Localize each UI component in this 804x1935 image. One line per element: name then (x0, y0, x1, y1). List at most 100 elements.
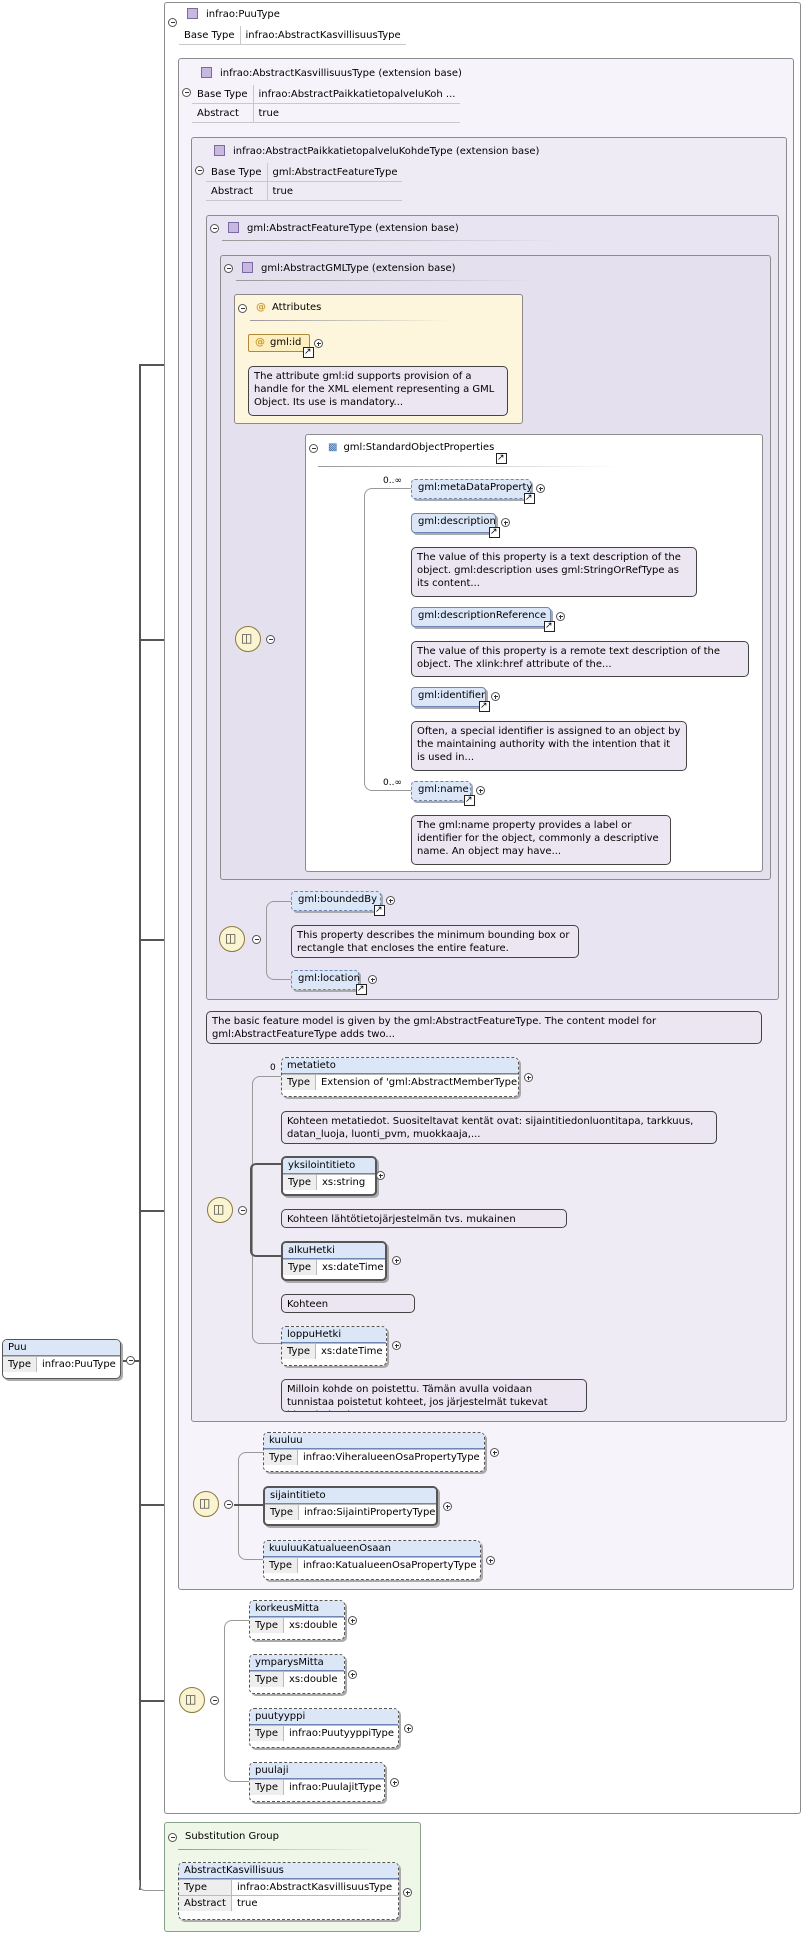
location-reference-icon[interactable] (356, 984, 367, 995)
gml-id-expand-icon[interactable] (314, 339, 323, 348)
metadataproperty-name: gml:metaDataProperty (418, 482, 533, 493)
abstractkasvillisuus-expand-icon[interactable] (403, 1888, 412, 1897)
puutype-base-value: infrao:AbstractKasvillisuusType (240, 26, 406, 45)
kuuluukatualueenosaan-expand-icon[interactable] (486, 1556, 495, 1565)
yksilointitieto-doc: Kohteen lähtötietojärjestelmän tvs. muka… (281, 1209, 567, 1228)
ymparysmitta-type: xs:double (283, 1671, 344, 1687)
sequence-compositor-icon[interactable]: ◫ (193, 1491, 219, 1517)
sequence-compositor-icon[interactable]: ◫ (235, 626, 261, 652)
feature-seq-collapse-icon[interactable] (252, 935, 261, 944)
paikka-seq-collapse-icon[interactable] (238, 1206, 247, 1215)
sijaintitieto-expand-icon[interactable] (443, 1502, 452, 1511)
puu-seq-collapse-icon[interactable] (210, 1696, 219, 1705)
element-gml-metadataproperty[interactable]: gml:metaDataProperty (411, 479, 533, 499)
gmltype-header-rule (236, 280, 536, 281)
sequence-compositor-icon[interactable]: ◫ (179, 1687, 205, 1713)
kasv-seq-collapse-icon[interactable] (224, 1500, 233, 1509)
abstractkasvillisuus-name: AbstractKasvillisuus (179, 1863, 398, 1879)
description-reference-icon[interactable] (489, 527, 500, 538)
root-collapse-icon[interactable] (126, 1356, 135, 1365)
element-gml-name[interactable]: gml:name (411, 781, 471, 801)
puulaji-expand-icon[interactable] (390, 1778, 399, 1787)
puutype-header: infrao:PuuType (187, 8, 280, 20)
element-gml-descriptionreference[interactable]: gml:descriptionReference (411, 607, 551, 627)
boundedby-expand-icon[interactable] (386, 896, 395, 905)
yksilointitieto-type-label: Type (283, 1174, 317, 1190)
root-element-name: Puu (3, 1340, 120, 1356)
sequence-compositor-icon[interactable]: ◫ (219, 926, 245, 952)
kuuluu-expand-icon[interactable] (490, 1448, 499, 1457)
element-gml-identifier[interactable]: gml:identifier (411, 687, 486, 707)
metadataproperty-reference-icon[interactable] (524, 493, 535, 504)
sop-collapse-icon[interactable] (309, 444, 318, 453)
sop-reference-icon[interactable] (496, 453, 507, 464)
attributes-collapse-icon[interactable] (238, 304, 247, 313)
descriptionreference-expand-icon[interactable] (556, 612, 565, 621)
root-type-value: infrao:PuuType (36, 1356, 120, 1372)
kasvillisuus-collapse-icon[interactable] (182, 88, 191, 97)
yksilointitieto-expand-icon[interactable] (376, 1171, 385, 1180)
location-expand-icon[interactable] (368, 975, 377, 984)
alkuhetki-expand-icon[interactable] (392, 1256, 401, 1265)
ymparysmitta-expand-icon[interactable] (348, 1670, 357, 1679)
yksilointitieto-name: yksilointitieto (283, 1158, 375, 1174)
puutyyppi-expand-icon[interactable] (404, 1724, 413, 1733)
descriptionreference-reference-icon[interactable] (544, 621, 555, 632)
metatieto-doc: Kohteen metatiedot. Suositeltavat kentät… (281, 1111, 717, 1144)
metadataproperty-expand-icon[interactable] (536, 484, 545, 493)
alkuhetki-type: xs:dateTime (316, 1259, 385, 1275)
loppuhetki-name: loppuHetki (282, 1327, 386, 1343)
abstractkasvillisuus-abstract-label: Abstract (179, 1895, 232, 1911)
metatieto-expand-icon[interactable] (524, 1073, 533, 1082)
identifier-reference-icon[interactable] (479, 701, 490, 712)
alkuhetki-doc: Kohteen luontipäivämäärä (281, 1294, 415, 1313)
element-gml-boundedby[interactable]: gml:boundedBy (291, 891, 381, 911)
gml-id-reference-icon[interactable] (303, 347, 314, 358)
loppuhetki-type: xs:dateTime (315, 1343, 386, 1359)
trunk-to-substitution (139, 1880, 178, 1891)
boundedby-reference-icon[interactable] (374, 905, 385, 916)
name-reference-icon[interactable] (464, 795, 475, 806)
sop-bracket (364, 488, 412, 791)
korkeusmitta-expand-icon[interactable] (348, 1616, 357, 1625)
paikkatieto-collapse-icon[interactable] (195, 166, 204, 175)
identifier-doc: Often, a special identifier is assigned … (411, 721, 687, 771)
kuuluu-type-label: Type (264, 1449, 298, 1465)
at-icon: @ (256, 302, 266, 313)
element-gml-description[interactable]: gml:description (411, 513, 496, 533)
complex-type-icon (187, 8, 198, 19)
sop-header-rule (318, 466, 618, 467)
ymparysmitta-name: ymparysMitta (250, 1655, 344, 1671)
name-expand-icon[interactable] (476, 786, 485, 795)
feature-collapse-icon[interactable] (210, 224, 219, 233)
location-name: gml:location (298, 973, 360, 984)
kasvillisuus-abstract-label: Abstract (192, 103, 254, 123)
sequence-compositor-icon[interactable]: ◫ (207, 1197, 233, 1223)
ymparysmitta-type-label: Type (250, 1671, 284, 1687)
metatieto-cardinality: 0 (270, 1063, 276, 1073)
puutype-collapse-icon[interactable] (168, 18, 177, 27)
element-gml-location[interactable]: gml:location (291, 970, 360, 990)
gmltype-collapse-icon[interactable] (224, 264, 233, 273)
loppuhetki-expand-icon[interactable] (392, 1341, 401, 1350)
substitution-collapse-icon[interactable] (168, 1833, 177, 1842)
identifier-expand-icon[interactable] (491, 692, 500, 701)
gml-seq-collapse-icon[interactable] (266, 635, 275, 644)
puutyyppi-type: infrao:PuutyyppiType (283, 1725, 398, 1741)
attribute-gml-id[interactable]: @gml:id (248, 334, 310, 352)
description-expand-icon[interactable] (501, 518, 510, 527)
